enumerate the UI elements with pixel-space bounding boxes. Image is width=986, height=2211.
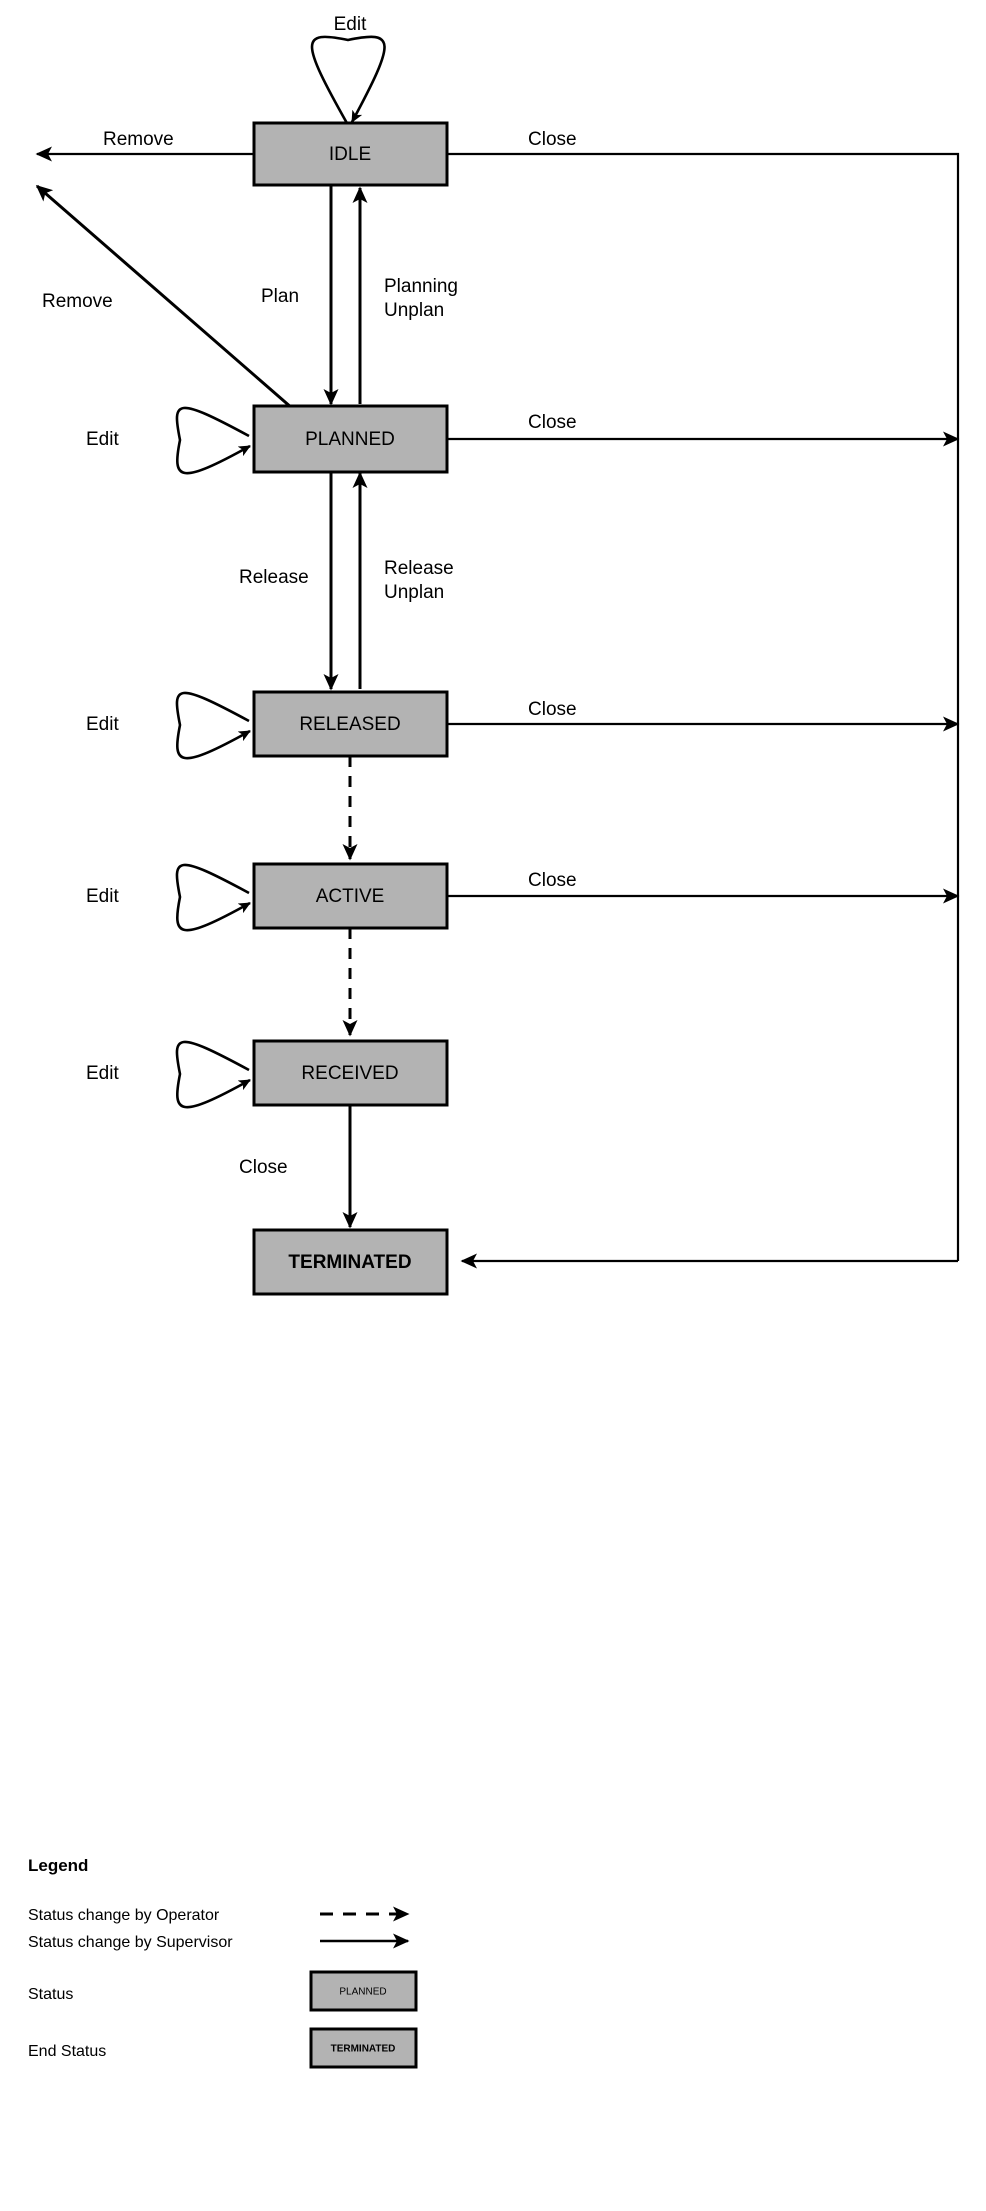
edge-label-edit-idle: Edit	[334, 14, 367, 35]
state-label-released: RELEASED	[299, 714, 400, 735]
edge-label-edit-active: Edit	[86, 886, 119, 907]
legend-label-status: Status	[28, 1986, 73, 2003]
state-box-released[interactable]	[252, 690, 449, 758]
state-label-idle: IDLE	[329, 144, 371, 165]
edge-label-planning: Planning	[384, 276, 458, 297]
edge-label-close-received: Close	[239, 1157, 288, 1178]
edge-label-edit-planned: Edit	[86, 429, 119, 450]
edge-label-edit-received: Edit	[86, 1063, 119, 1084]
state-box-received[interactable]	[252, 1039, 449, 1107]
state-label-terminated: TERMINATED	[288, 1252, 411, 1273]
edge-label-edit-released: Edit	[86, 714, 119, 735]
state-label-received: RECEIVED	[301, 1063, 398, 1084]
state-box-terminated[interactable]	[252, 1228, 449, 1296]
state-box-planned[interactable]	[252, 404, 449, 474]
state-label-planned: PLANNED	[305, 429, 395, 450]
edge-label-unplan: Unplan	[384, 300, 444, 321]
edge-label-plan: Plan	[261, 286, 299, 307]
self-loop-planned-edit	[175, 406, 251, 475]
self-loop-released-edit	[175, 691, 251, 760]
edge-label-close-idle: Close	[528, 129, 577, 150]
edge-label-release-2: Release	[384, 558, 454, 579]
edge-label-unplan-2: Unplan	[384, 582, 444, 603]
self-loop-received-edit	[175, 1040, 251, 1109]
legend-label-operator: Status change by Operator	[28, 1907, 220, 1924]
legend-title: Legend	[28, 1856, 88, 1875]
legend-label-end-status: End Status	[28, 2043, 106, 2060]
legend-end-status-box	[309, 2027, 418, 2069]
state-label-active: ACTIVE	[316, 886, 385, 907]
edge-label-close-active: Close	[528, 870, 577, 891]
edge-label-close-released: Close	[528, 699, 577, 720]
legend-label-supervisor: Status change by Supervisor	[28, 1934, 233, 1951]
state-box-active[interactable]	[252, 862, 449, 930]
self-loop-idle-edit	[310, 35, 386, 126]
self-loop-active-edit	[175, 863, 251, 932]
edge-label-remove-idle: Remove	[103, 129, 174, 150]
edge-label-remove-planned: Remove	[42, 291, 113, 312]
edge-planned-remove	[35, 184, 301, 417]
edge-close-trunk	[447, 152, 960, 1261]
edge-label-release: Release	[239, 567, 309, 588]
legend-status-box	[309, 1970, 418, 2012]
edge-label-close-planned: Close	[528, 412, 577, 433]
legend-status-box-label: PLANNED	[339, 1987, 386, 1998]
state-box-idle[interactable]	[252, 121, 449, 187]
legend-end-status-box-label: TERMINATED	[331, 2044, 396, 2055]
